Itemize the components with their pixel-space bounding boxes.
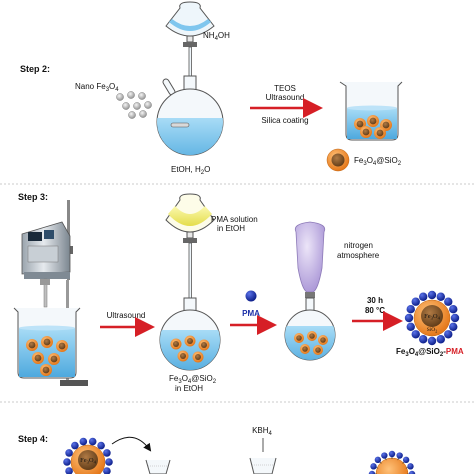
pma-molecule <box>406 304 415 314</box>
step3-flask-label-line2: in EtOH <box>175 384 203 393</box>
pma-molecule <box>65 467 73 474</box>
pma-molecule <box>411 297 420 306</box>
pma-molecule <box>71 441 79 450</box>
pma-molecule <box>103 467 111 474</box>
nitrogen-line1: nitrogen <box>344 241 373 250</box>
pma-molecule <box>79 437 88 446</box>
pma-molecule <box>427 336 437 346</box>
pma-molecule <box>406 322 415 332</box>
pma-dot <box>245 290 257 302</box>
step4-reagent: KBH4 <box>252 426 272 437</box>
pma-molecule <box>444 297 453 306</box>
pma-molecule <box>449 304 458 314</box>
pma-molecule <box>402 456 410 464</box>
nitrogen-line2: atmosphere <box>337 251 380 260</box>
pma-molecule <box>368 470 376 474</box>
step2-arrow-bottom: Silica coating <box>261 116 308 125</box>
condition-time: 30 h <box>367 296 383 305</box>
step3-ultrasound-label: Ultrasound <box>107 311 146 320</box>
pma-molecule <box>97 441 105 450</box>
pma-molecule <box>436 335 446 344</box>
pma-molecule <box>63 458 71 466</box>
pma-molecule <box>105 458 113 466</box>
separatory-funnel <box>165 1 215 88</box>
pma-molecule <box>103 449 111 457</box>
step3-flask-label: Fe3O4@SiO2 <box>169 374 217 385</box>
step4-tube-1 <box>145 459 171 474</box>
pma-molecule <box>436 292 446 301</box>
step3-flask <box>159 297 221 371</box>
pma-molecule <box>444 330 453 339</box>
pma-molecule <box>449 322 458 332</box>
pma-molecule <box>396 452 403 459</box>
pma-funnel <box>165 193 215 302</box>
pma-label: PMA <box>242 309 260 318</box>
step2-arrow-top2: Ultrasound <box>266 93 305 102</box>
pma-molecule <box>404 313 414 323</box>
step2-reagent: NH4OH <box>203 31 230 42</box>
pma-solution-line2: in EtOH <box>217 224 245 233</box>
step4-pma-particle: Fe3O4 <box>63 437 113 474</box>
pma-molecule <box>450 313 460 323</box>
pma-molecule <box>370 463 377 470</box>
nano-fe3o4-particles <box>116 91 152 119</box>
pma-molecule <box>407 463 414 470</box>
step4-tube-2 <box>249 457 277 474</box>
pma-molecule <box>411 330 420 339</box>
pma-molecule <box>381 452 388 459</box>
step2-label: Step 2: <box>20 64 50 74</box>
step3-beaker <box>13 307 81 379</box>
pma-molecule <box>65 449 73 457</box>
pma-molecule <box>388 450 396 458</box>
step2-beaker <box>339 81 403 141</box>
step3-label: Step 3: <box>18 192 48 202</box>
step2-arrow-top1: TEOS <box>274 84 296 93</box>
pma-solution-line1: PMA solution <box>211 215 258 224</box>
pma-molecule <box>418 335 428 344</box>
step4-product-particle <box>368 450 416 474</box>
pma-molecule <box>374 456 382 464</box>
step4-label: Step 4: <box>18 434 48 444</box>
nitrogen-balloon-flask <box>284 221 336 361</box>
pma-molecule <box>408 470 416 474</box>
condition-temperature: 80 °C <box>365 306 385 315</box>
step3-product: Fe3O4@SiO2-PMA <box>396 347 464 358</box>
pma-molecule <box>427 290 437 300</box>
step2-nano-label: Nano Fe3O4 <box>75 82 119 93</box>
step2-product: Fe3O4@SiO2 <box>354 156 402 167</box>
beaker-particles <box>26 336 68 376</box>
fe3o4-sio2-pma-particle: Fe3O4 SiO2 <box>404 290 460 346</box>
shell-label: SiO2 <box>427 327 438 334</box>
step2-solvent: EtOH, H2O <box>171 165 210 176</box>
pma-molecule <box>88 437 97 446</box>
three-neck-flask <box>156 75 224 156</box>
fe3o4-sio2-particle <box>326 148 350 172</box>
coated-particles <box>354 115 392 139</box>
pma-molecule <box>418 292 428 301</box>
core-label: Fe3O4 <box>424 313 440 321</box>
step4-curved-arrow <box>111 436 152 452</box>
step4-core-label: Fe3O4 <box>80 457 96 465</box>
